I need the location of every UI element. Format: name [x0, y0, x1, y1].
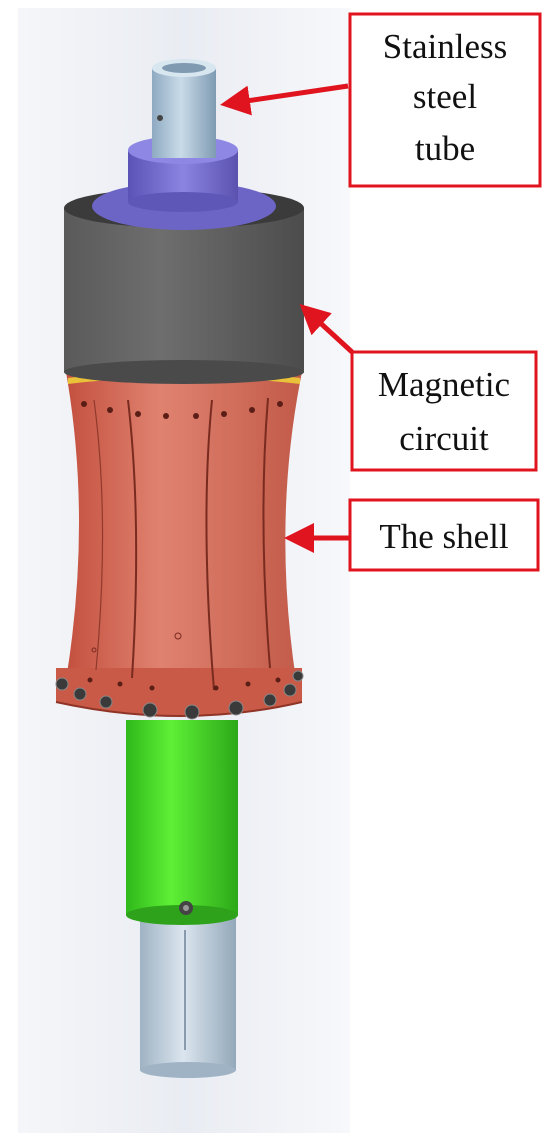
stainless-steel-tube: [152, 59, 216, 158]
flange-bolts: [55, 670, 304, 720]
green-rod: [126, 720, 238, 925]
label-the-shell: The shell: [348, 498, 540, 572]
label-magnetic-circuit: Magnetic circuit: [350, 350, 538, 472]
bottom-rod: [140, 905, 236, 1078]
label-tube-line-1: Stainless: [383, 27, 507, 66]
label-stainless-steel-tube: Stainless steel tube: [348, 12, 542, 188]
label-shell-line-1: The shell: [379, 517, 509, 556]
label-magnetic-line-1: Magnetic: [378, 365, 510, 404]
label-tube-line-2: steel: [413, 77, 477, 116]
shell-body: [55, 370, 303, 717]
label-tube-line-3: tube: [415, 129, 475, 168]
arrow-tube: [220, 83, 349, 116]
arrow-magnetic: [299, 303, 354, 354]
label-magnetic-line-2: circuit: [399, 419, 489, 458]
